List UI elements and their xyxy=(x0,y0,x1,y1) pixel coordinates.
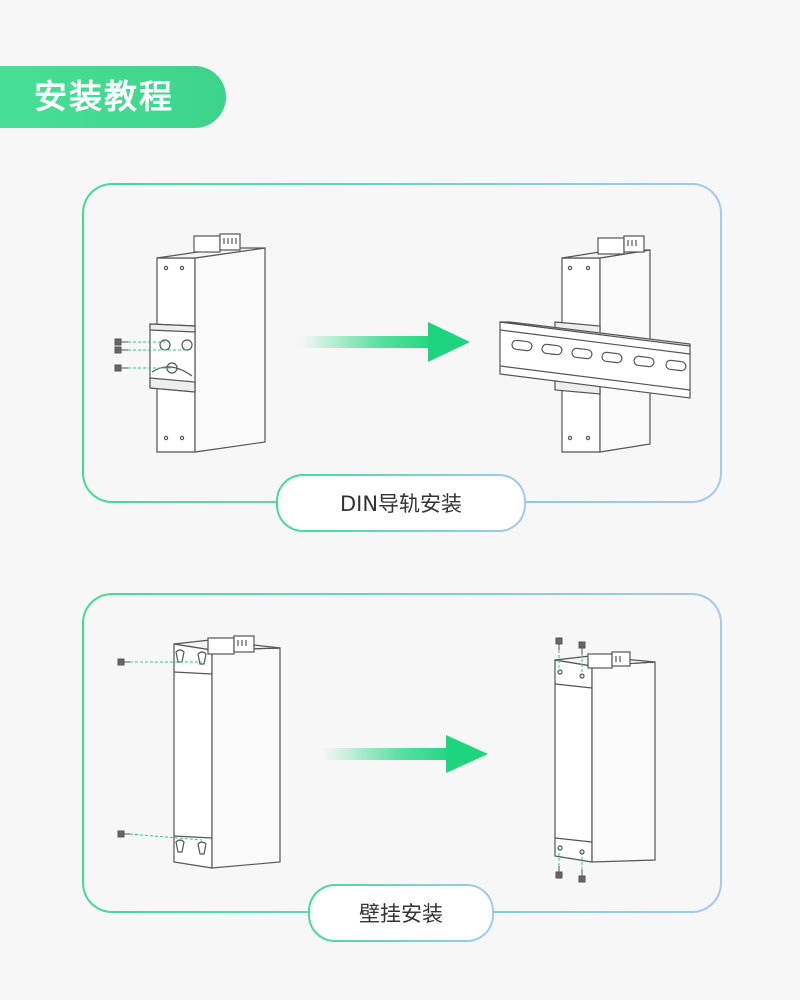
wall-screw-guides-right xyxy=(558,650,583,870)
din-screw-guides xyxy=(128,341,187,369)
page-title: 安装教程 xyxy=(34,77,174,116)
wall-device-before xyxy=(173,635,281,869)
wall-screws-right xyxy=(555,637,586,883)
header-pill xyxy=(0,66,226,128)
din-rail-label: DIN导轨安装 xyxy=(276,474,526,532)
wall-mount-label: 壁挂安装 xyxy=(308,884,494,942)
din-device-before xyxy=(149,233,266,453)
din-screws xyxy=(114,338,128,372)
wall-device-after xyxy=(554,651,656,863)
wall-arrow-icon xyxy=(322,735,488,773)
din-arrow-icon xyxy=(300,322,470,362)
wall-screws-left xyxy=(117,658,130,838)
din-rail xyxy=(499,321,691,399)
wall-screw-guides-left xyxy=(129,661,203,841)
